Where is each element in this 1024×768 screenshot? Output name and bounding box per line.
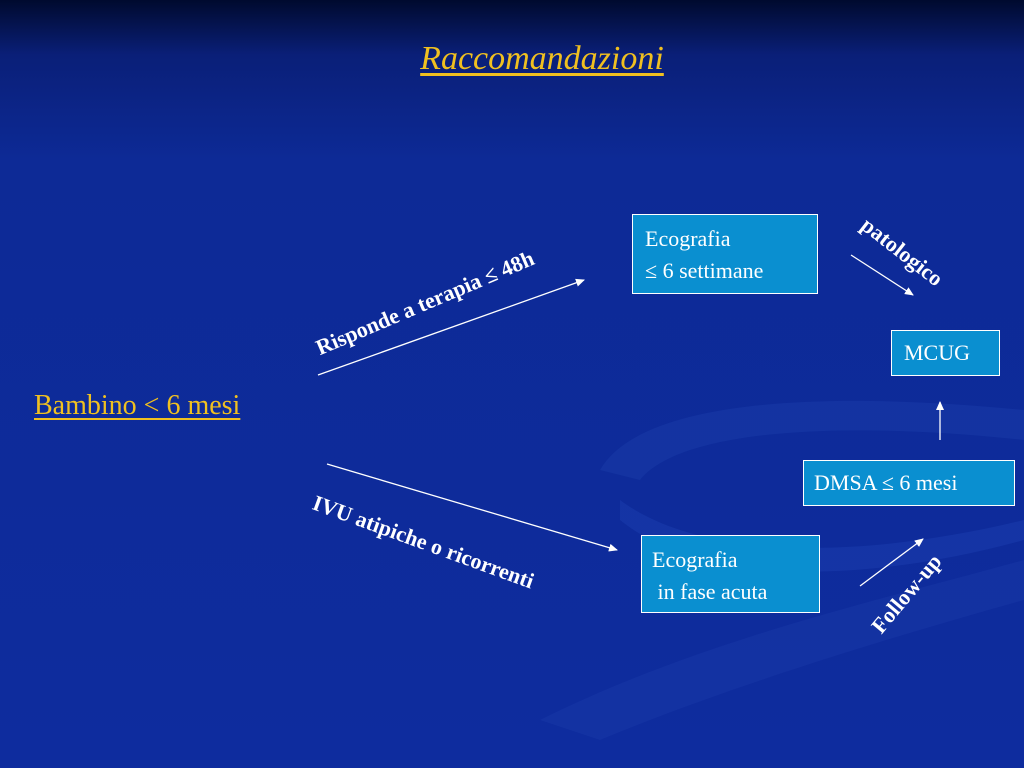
arrow-to-ecografia-fase-acuta — [326, 463, 618, 552]
arrow-follow-up — [859, 538, 924, 587]
arrow-patologico — [850, 254, 914, 296]
node-ecografia-fase-acuta-line1: Ecografia — [652, 547, 738, 572]
node-ecografia-fase-acuta: Ecografia in fase acuta — [641, 535, 820, 613]
node-ecografia-fase-acuta-line2: in fase acuta — [652, 579, 768, 604]
node-mcug: MCUG — [891, 330, 1000, 376]
slide-title: Raccomandazioni — [420, 40, 664, 77]
node-dmsa: DMSA ≤ 6 mesi — [803, 460, 1015, 506]
node-ecografia-6-settimane-line2: ≤ 6 settimane — [645, 258, 764, 283]
arrow-to-ecografia-6-settimane — [317, 278, 585, 376]
node-dmsa-label: DMSA ≤ 6 mesi — [814, 470, 958, 495]
node-ecografia-6-settimane: Ecografia ≤ 6 settimane — [632, 214, 818, 294]
node-mcug-label: MCUG — [904, 340, 971, 365]
start-node-label: Bambino < 6 mesi — [34, 390, 241, 421]
node-ecografia-6-settimane-line1: Ecografia — [645, 226, 731, 251]
